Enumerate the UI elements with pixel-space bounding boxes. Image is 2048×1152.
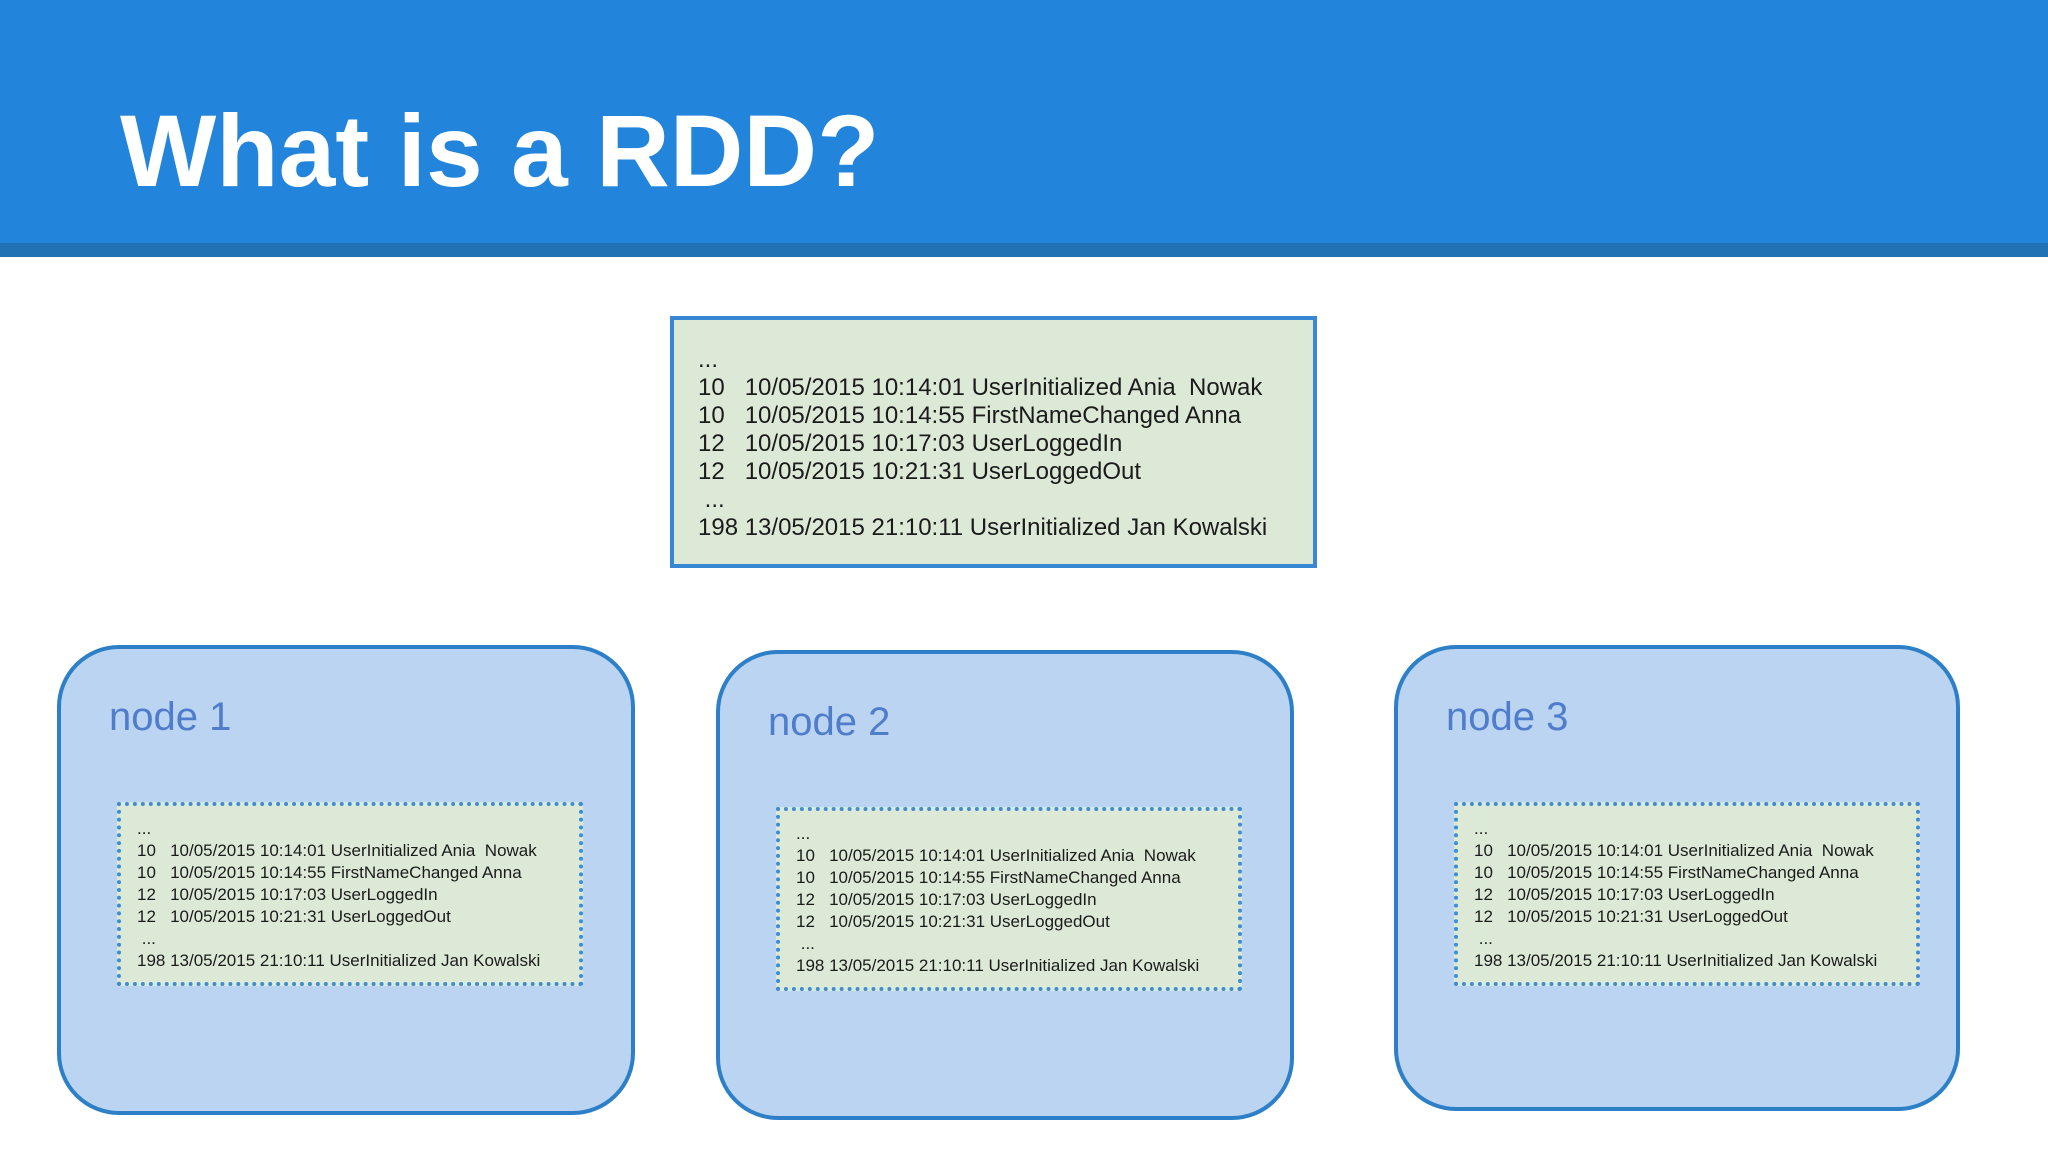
log-line: 10 10/05/2015 10:14:55 FirstNameChanged … xyxy=(1474,863,1859,882)
log-line: ... xyxy=(1474,929,1493,948)
log-line: 198 13/05/2015 21:10:11 UserInitialized … xyxy=(698,514,1268,541)
slide-header: What is a RDD? xyxy=(0,0,2048,243)
log-line: ... xyxy=(698,486,725,513)
log-line: 198 13/05/2015 21:10:11 UserInitialized … xyxy=(137,951,541,970)
log-line: ... xyxy=(137,819,152,838)
log-line: 12 10/05/2015 10:21:31 UserLoggedOut xyxy=(698,458,1142,485)
log-line: 12 10/05/2015 10:17:03 UserLoggedIn xyxy=(796,890,1097,909)
node-2-label: node 2 xyxy=(768,700,891,744)
log-line: 12 10/05/2015 10:21:31 UserLoggedOut xyxy=(1474,907,1788,926)
log-line: ... xyxy=(698,346,719,373)
node-3-label: node 3 xyxy=(1446,695,1569,739)
log-line: 10 10/05/2015 10:14:55 FirstNameChanged … xyxy=(796,868,1181,887)
slide-title: What is a RDD? xyxy=(120,94,880,208)
node-1-box: node 1 ... 10 10/05/2015 10:14:01 UserIn… xyxy=(57,645,635,1115)
log-line: ... xyxy=(796,934,815,953)
log-line: ... xyxy=(796,824,811,843)
log-line: 12 10/05/2015 10:21:31 UserLoggedOut xyxy=(796,912,1110,931)
node-1-partition-box: ... 10 10/05/2015 10:14:01 UserInitializ… xyxy=(117,802,583,986)
event-log-source-box: ... 10 10/05/2015 10:14:01 UserInitializ… xyxy=(670,316,1317,568)
node-2-box: node 2 ... 10 10/05/2015 10:14:01 UserIn… xyxy=(716,650,1294,1120)
log-line: 10 10/05/2015 10:14:01 UserInitialized A… xyxy=(1474,841,1874,860)
node-3-partition-box: ... 10 10/05/2015 10:14:01 UserInitializ… xyxy=(1454,802,1920,986)
log-line: 198 13/05/2015 21:10:11 UserInitialized … xyxy=(1474,951,1878,970)
log-line: 10 10/05/2015 10:14:01 UserInitialized A… xyxy=(698,374,1263,401)
node-1-label: node 1 xyxy=(109,695,232,739)
header-divider xyxy=(0,243,2048,257)
log-line: 12 10/05/2015 10:17:03 UserLoggedIn xyxy=(698,430,1123,457)
log-line: 12 10/05/2015 10:17:03 UserLoggedIn xyxy=(1474,885,1775,904)
log-line: ... xyxy=(137,929,156,948)
log-line: 10 10/05/2015 10:14:01 UserInitialized A… xyxy=(796,846,1196,865)
log-line: 12 10/05/2015 10:21:31 UserLoggedOut xyxy=(137,907,451,926)
log-line: ... xyxy=(1474,819,1489,838)
log-line: 198 13/05/2015 21:10:11 UserInitialized … xyxy=(796,956,1200,975)
log-line: 10 10/05/2015 10:14:55 FirstNameChanged … xyxy=(698,402,1242,429)
log-line: 10 10/05/2015 10:14:55 FirstNameChanged … xyxy=(137,863,522,882)
log-line: 12 10/05/2015 10:17:03 UserLoggedIn xyxy=(137,885,438,904)
node-3-box: node 3 ... 10 10/05/2015 10:14:01 UserIn… xyxy=(1394,645,1960,1111)
node-2-partition-box: ... 10 10/05/2015 10:14:01 UserInitializ… xyxy=(776,807,1242,991)
log-line: 10 10/05/2015 10:14:01 UserInitialized A… xyxy=(137,841,537,860)
